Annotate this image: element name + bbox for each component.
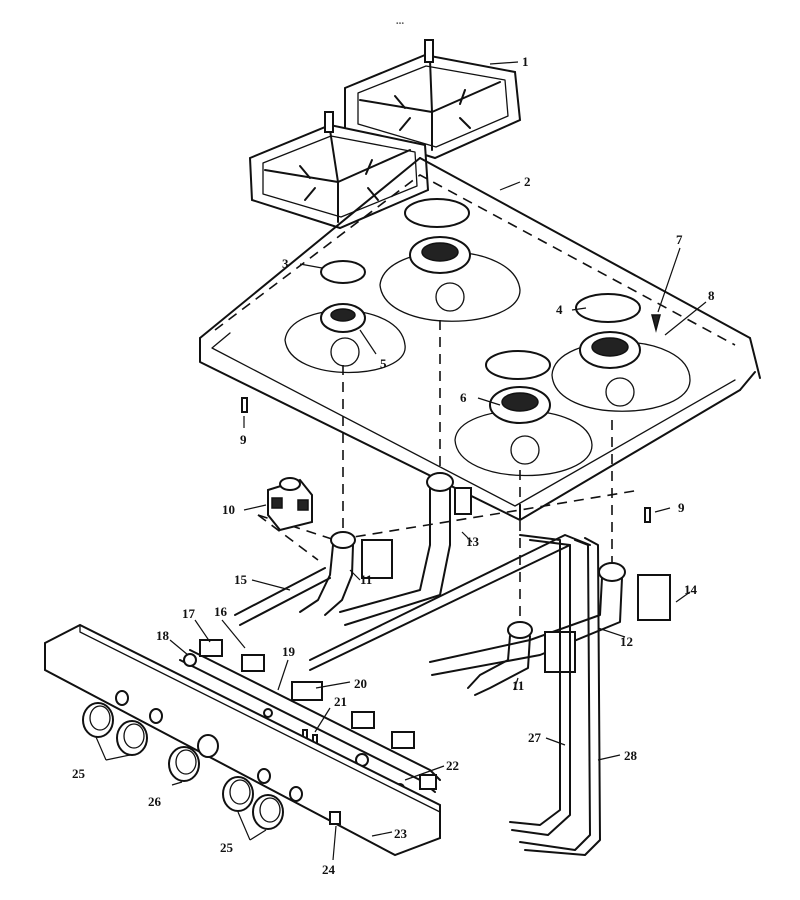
- burner-head-left-rear: [409, 236, 471, 274]
- callout-13: 13: [466, 534, 480, 549]
- callout-26: 26: [148, 794, 162, 809]
- callout-20: 20: [354, 676, 367, 691]
- screw-9-right: [644, 507, 651, 523]
- callout-24: 24: [322, 862, 336, 877]
- control-panel: [44, 623, 441, 857]
- callout-18: 18: [156, 628, 170, 643]
- callout-14: 14: [684, 582, 698, 597]
- callout-16: 16: [214, 604, 228, 619]
- burner-cap-large-rear: [404, 198, 470, 228]
- burner-head-left-front: [320, 303, 366, 333]
- callout-6: 6: [460, 390, 467, 405]
- screw-7: [651, 314, 661, 333]
- callout-9-left: 9: [240, 432, 247, 447]
- callout-17: 17: [182, 606, 196, 621]
- control-knob-2: [116, 720, 148, 756]
- callout-labels: 1 2 3 4 5 6 7 8 9 9 10 11 11 12 13 14 15…: [72, 54, 715, 877]
- callout-22: 22: [446, 758, 459, 773]
- callout-21: 21: [334, 694, 347, 709]
- alignment-lines: [257, 320, 641, 625]
- callout-3: 3: [282, 256, 289, 271]
- burner-base-left-rear: [339, 472, 472, 626]
- spark-switch: [291, 681, 323, 701]
- control-knob-4: [222, 776, 254, 812]
- burner-cap-right-rear: [575, 293, 641, 323]
- panel-hole: [289, 786, 303, 802]
- callout-8: 8: [708, 288, 715, 303]
- burner-cap-small: [320, 260, 366, 284]
- panel-hole: [197, 734, 219, 758]
- control-knob-5: [252, 794, 284, 830]
- valve-manifold: [179, 639, 441, 793]
- callout-10: 10: [222, 502, 235, 517]
- diagram-header: ...: [396, 15, 405, 27]
- burner-base-right-rear: [429, 562, 671, 676]
- callout-4: 4: [556, 302, 563, 317]
- callout-19: 19: [282, 644, 296, 659]
- callout-1: 1: [522, 54, 529, 69]
- callout-2: 2: [524, 174, 531, 189]
- control-knob-1: [82, 702, 114, 738]
- callout-25-left: 25: [72, 766, 86, 781]
- callout-27: 27: [528, 730, 542, 745]
- gas-tubes: [234, 534, 601, 856]
- callout-11-right: 11: [512, 678, 524, 693]
- control-knob-3: [168, 746, 200, 782]
- callout-9-right: 9: [678, 500, 685, 515]
- panel-hole: [115, 690, 129, 706]
- callout-23: 23: [394, 826, 408, 841]
- panel-hole: [149, 708, 163, 724]
- callout-12: 12: [620, 634, 633, 649]
- callout-11-left: 11: [360, 572, 372, 587]
- burner-head-right-front: [489, 386, 551, 424]
- leader-lines: [95, 61, 707, 861]
- callout-7: 7: [676, 232, 683, 247]
- callout-15: 15: [234, 572, 248, 587]
- callout-5: 5: [380, 356, 387, 371]
- screw-9-left: [241, 397, 248, 413]
- light-switch: [329, 811, 341, 825]
- pressure-regulator: [267, 477, 313, 532]
- burner-cap-right-front: [485, 350, 551, 380]
- panel-hole: [257, 768, 271, 784]
- callout-25-right: 25: [220, 840, 234, 855]
- cooktop: [199, 157, 761, 521]
- burner-head-right-rear: [579, 331, 641, 369]
- callout-28: 28: [624, 748, 638, 763]
- burner-base-left-front: [299, 531, 393, 616]
